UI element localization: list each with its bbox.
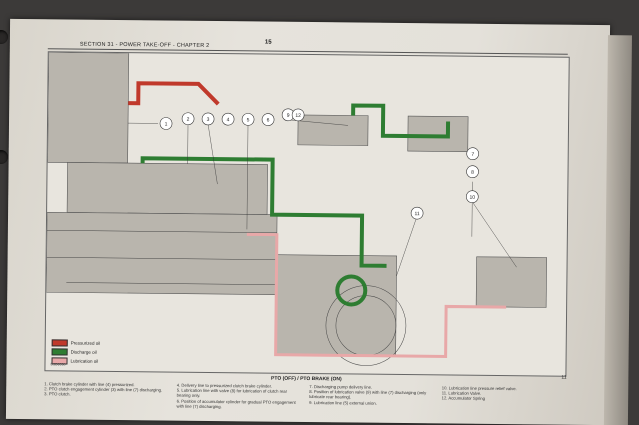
legend-swatch-green <box>51 348 68 356</box>
callout-leaders <box>128 119 517 276</box>
discharge-oil-ring <box>335 274 368 307</box>
legend-swatch-red <box>51 339 68 347</box>
discharge-oil-upper <box>351 103 451 139</box>
binder-hole-top <box>0 30 8 44</box>
callout-1: 1 <box>165 121 168 127</box>
note-item: 8. Position of lubrication valve (9) wit… <box>309 389 427 400</box>
note-item: 6. Position of accumulator cylinder for … <box>176 398 296 409</box>
page-stack-edge <box>603 35 632 425</box>
legend-label: Discharge oil <box>70 349 97 355</box>
hydraulic-diagram: 1 2 3 4 5 6 7 8 9 10 11 12 Pressurized o… <box>44 51 570 377</box>
callout-3: 3 <box>207 117 210 123</box>
pressurized-oil-line <box>128 81 220 106</box>
manual-page: SECTION 31 - POWER TAKE-OFF - CHAPTER 2 … <box>5 18 632 425</box>
gearbox-housing <box>45 51 547 357</box>
legend-label: Pressurized oil <box>70 340 101 346</box>
callout-11: 11 <box>414 211 419 217</box>
legend-discharge: Discharge oil <box>51 348 101 356</box>
figure-notes: 1. Clutch brake cylinder with line (4) p… <box>44 381 564 412</box>
callout-10: 10 <box>469 195 475 201</box>
note-item: 9. Lubrication line (5) external union. <box>309 399 377 406</box>
diagram-legend: Pressurized oil Discharge oil Lubricatio… <box>51 337 100 365</box>
notes-column-3: 7. Discharging pump delivery line. 8. Po… <box>309 384 432 411</box>
page-number: 15 <box>264 39 272 46</box>
callout-5: 5 <box>247 117 250 123</box>
note-item: 12. Accumulator Spring <box>441 395 485 402</box>
binder-hole-middle <box>0 150 8 164</box>
figure-tag: BSD0598 <box>50 362 66 367</box>
callout-6: 6 <box>267 118 270 124</box>
note-item: 3. PTO clutch. <box>44 391 71 397</box>
discharge-oil-line <box>140 156 387 268</box>
lubrication-oil-line <box>246 232 507 358</box>
callout-2: 2 <box>187 117 190 123</box>
callout-numbers: 1 2 3 4 5 6 7 8 9 10 11 12 <box>165 113 476 217</box>
notes-column-1: 1. Clutch brake cylinder with line (4) p… <box>44 381 167 408</box>
note-item: 5. Lubrication line with valve (8) for l… <box>176 387 288 399</box>
callout-8: 8 <box>471 170 474 176</box>
callout-7: 7 <box>471 152 474 158</box>
callout-4: 4 <box>227 117 230 123</box>
callout-circles <box>159 108 480 220</box>
legend-pressurized: Pressurized oil <box>51 339 101 347</box>
callout-9: 9 <box>287 113 290 119</box>
diagram-svg: 1 2 3 4 5 6 7 8 9 10 11 12 <box>45 51 547 366</box>
notes-column-2: 4. Delivery line to pressurized clutch b… <box>177 383 300 410</box>
notes-column-4: 10. Lubrication line pressure relief val… <box>442 385 565 412</box>
legend-label: Lubrication oil <box>70 358 99 364</box>
callout-12: 12 <box>295 113 301 119</box>
